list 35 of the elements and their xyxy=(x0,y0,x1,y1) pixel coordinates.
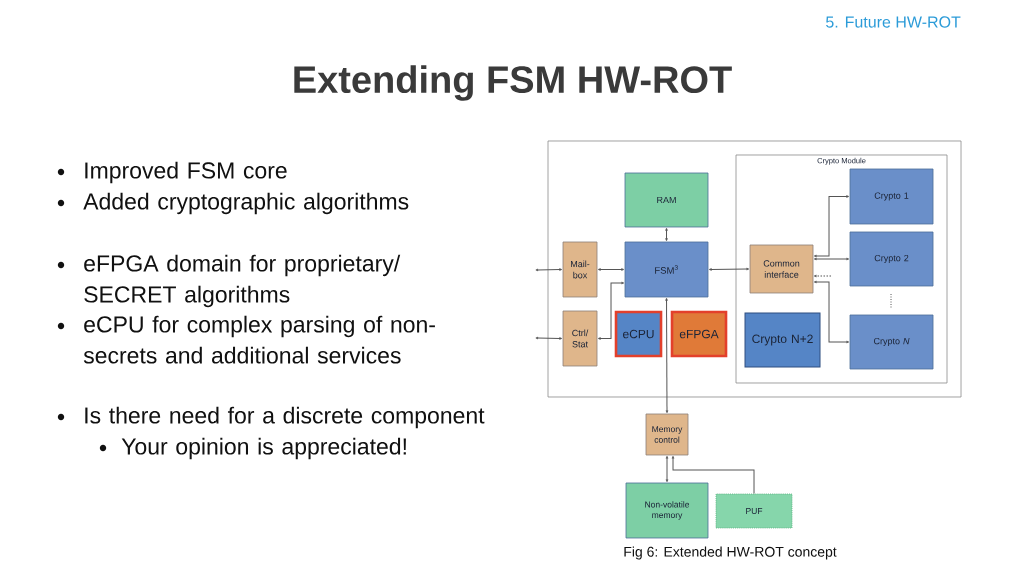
memory-box: Non-volatile memory xyxy=(625,482,709,539)
arrow xyxy=(813,257,850,261)
crypto-box: Crypto N xyxy=(849,314,934,370)
bullet-item: Improved FSM core xyxy=(57,161,287,184)
controller-box: Memory control xyxy=(645,413,689,456)
processor-box: eCPU xyxy=(614,310,663,358)
slide-title: Extending FSM HW-ROT xyxy=(294,65,732,101)
arrow xyxy=(813,280,850,344)
bullet-item: eCPU for complex parsing of non-secrets and additional services xyxy=(57,315,435,364)
crypto-box: Crypto 1 xyxy=(849,168,934,225)
crypto-box: Crypto 2 xyxy=(849,231,934,287)
section-header: 5. Future HW-ROT xyxy=(826,16,961,28)
bullet-item: Is there need for a discrete component xyxy=(57,406,485,429)
bullet-item: Added cryptographic algorithms xyxy=(57,192,409,215)
arrow xyxy=(708,267,750,271)
arrow xyxy=(813,195,850,258)
arrow xyxy=(597,268,625,271)
status-box: Ctrl/ Stat xyxy=(562,310,598,367)
arrow xyxy=(665,297,669,414)
figure-caption: Fig 6: Extended HW-ROT concept xyxy=(624,546,837,560)
mailbox-box: Mail-box xyxy=(562,241,598,298)
arrow xyxy=(671,455,755,495)
puf-box: PUF xyxy=(715,493,793,529)
dotted-arrow xyxy=(813,274,832,278)
arrow xyxy=(535,268,563,272)
memory-box: RAM xyxy=(624,172,709,228)
arrow xyxy=(665,455,669,483)
core-box: FSM$^{3}$ xyxy=(624,241,709,298)
bullet-item: Your opinion is appreciated! xyxy=(99,437,406,460)
interface-box: Common interface xyxy=(749,244,814,294)
arrow xyxy=(535,336,563,340)
crypto-box: Crypto N+2 xyxy=(744,312,821,368)
fpga-box: eFPGA xyxy=(670,310,728,358)
arrow xyxy=(665,227,668,242)
arrow xyxy=(597,281,625,340)
